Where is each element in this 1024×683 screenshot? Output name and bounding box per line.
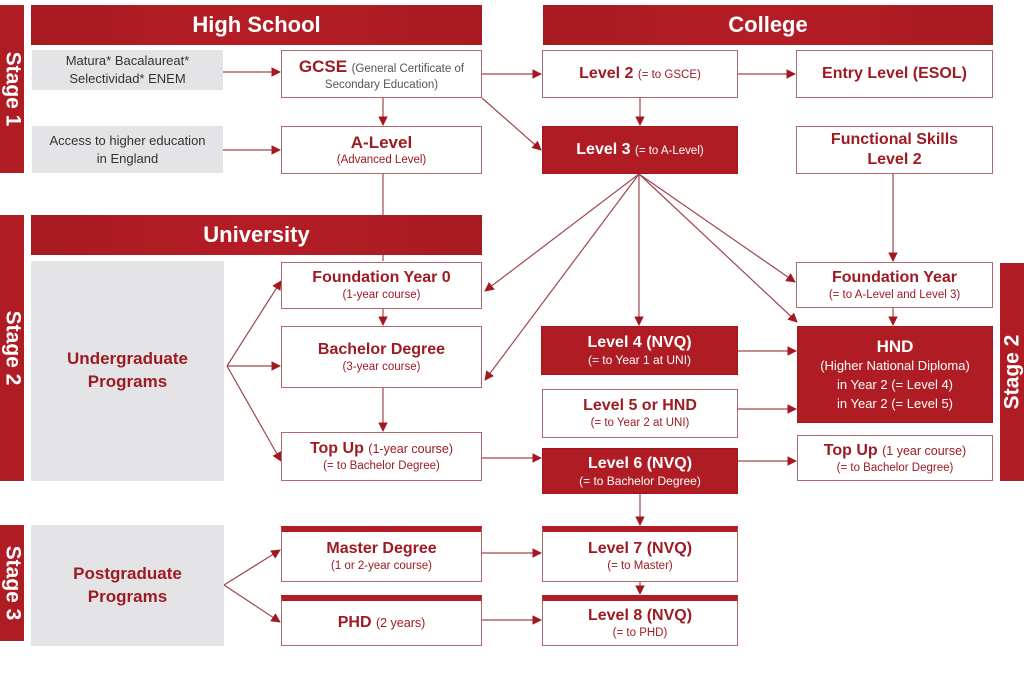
gcse-inline: (General Certificate of	[351, 62, 465, 75]
topup-uni-title: Top Up	[309, 440, 364, 458]
matura-line1: Matura* Bacalaureat*	[65, 53, 190, 69]
undergrad-line1: Undergraduate	[67, 349, 188, 369]
level3-title: Level 3	[576, 141, 631, 158]
stage-1-label: Stage 1	[0, 5, 24, 173]
arrow-undergrad-to-topup	[226, 365, 282, 462]
arrow-level3-to-bachelor	[484, 173, 640, 381]
node-functional-skills: Functional Skills Level 2	[796, 126, 993, 174]
undergrad-line2: Programs	[87, 372, 168, 391]
stage-2-text: Stage 2	[1, 310, 24, 386]
matura-line2: Selectividad* ENEM	[69, 71, 186, 86]
node-level3: Level 3 (= to A-Level)	[542, 126, 738, 174]
gcse-sub: Secondary Education)	[324, 78, 439, 91]
master-sub: (1 or 2-year course)	[331, 560, 432, 573]
arrow-undergrad-to-foundation0	[226, 280, 282, 367]
topup-college-title: Top Up	[823, 441, 878, 459]
hnd-title: HND	[876, 336, 914, 356]
phd-inline: (2 years)	[375, 616, 426, 630]
functional-title-line2: Level 2	[867, 151, 922, 168]
hnd-line3: in Year 2 (= Level 5)	[837, 395, 953, 411]
bachelor-sub: (3-year course)	[342, 360, 421, 373]
arrow-postgrad-to-master	[223, 549, 281, 586]
access-line2: in England	[96, 150, 159, 166]
node-foundation-year: Foundation Year (= to A-Level and Level …	[796, 262, 993, 308]
alevel-title: A-Level	[350, 133, 413, 153]
level6-title: Level 6 (NVQ)	[587, 454, 693, 472]
stage-3-text: Stage 3	[1, 545, 24, 621]
international-qualifications: Matura* Bacalaureat* Selectividad* ENEM	[32, 50, 223, 90]
arrow-level3-to-foundation	[638, 173, 796, 283]
node-entry-level: Entry Level (ESOL)	[796, 50, 993, 98]
arrow-level3-to-foundation0	[484, 173, 640, 292]
hnd-line2: in Year 2 (= Level 4)	[837, 376, 953, 392]
stage-2-label-left: Stage 2	[0, 215, 24, 481]
functional-title-line1: Functional Skills	[830, 131, 959, 148]
bachelor-title: Bachelor Degree	[317, 340, 446, 358]
foundation-sub: (= to A-Level and Level 3)	[828, 288, 961, 301]
arrow-gcse-to-level3	[481, 97, 542, 151]
entry-level-title: Entry Level (ESOL)	[822, 65, 967, 82]
stage-2-right-text: Stage 2	[1000, 334, 1024, 410]
node-phd: PHD (2 years)	[281, 595, 482, 646]
node-bachelor-degree: Bachelor Degree (3-year course)	[281, 326, 482, 388]
node-master-degree: Master Degree (1 or 2-year course)	[281, 526, 482, 582]
level8-title: Level 8 (NVQ)	[587, 606, 693, 624]
college-header: College	[543, 5, 993, 45]
foundation-title: Foundation Year	[831, 268, 958, 286]
level7-title: Level 7 (NVQ)	[587, 540, 693, 558]
node-level8: Level 8 (NVQ) (= to PHD)	[542, 595, 738, 646]
stage-3-label: Stage 3	[0, 525, 24, 641]
arrow-postgrad-to-phd	[223, 584, 281, 623]
level4-title: Level 4 (NVQ)	[587, 334, 692, 351]
level2-title: Level 2	[579, 65, 634, 82]
level6-sub: (= to Bachelor Degree)	[579, 473, 701, 488]
alevel-sub: (Advanced Level)	[336, 154, 427, 167]
node-hnd: HND (Higher National Diploma) in Year 2 …	[797, 326, 993, 423]
topup-uni-inline: (1-year course)	[368, 442, 454, 457]
level5-title: Level 5 or HND	[583, 397, 697, 415]
access-line1: Access to higher education	[49, 132, 206, 148]
node-top-up-uni: Top Up (1-year course) (= to Bachelor De…	[281, 432, 482, 481]
postgrad-line1: Postgraduate	[73, 563, 182, 583]
node-alevel: A-Level (Advanced Level)	[281, 126, 482, 174]
stage-2-label-right: Stage 2	[1000, 263, 1024, 481]
hnd-line1: (Higher National Diploma)	[820, 357, 970, 373]
high-school-header: High School	[31, 5, 482, 45]
level4-sub: (= to Year 1 at UNI)	[587, 353, 692, 367]
postgrad-line2: Programs	[87, 586, 168, 606]
node-level5: Level 5 or HND (= to Year 2 at UNI)	[542, 389, 738, 438]
topup-college-sub: (= to Bachelor Degree)	[836, 461, 954, 474]
level5-sub: (= to Year 2 at UNI)	[590, 417, 690, 430]
access-to-he: Access to higher education in England	[32, 126, 223, 173]
phd-title: PHD	[337, 614, 372, 631]
topup-college-inline: (1 year course)	[882, 443, 967, 458]
node-level4: Level 4 (NVQ) (= to Year 1 at UNI)	[541, 326, 738, 375]
level2-inline: (= to GSCE)	[637, 69, 701, 81]
stage-1-text: Stage 1	[1, 51, 24, 127]
topup-uni-sub: (= to Bachelor Degree)	[323, 460, 440, 473]
node-top-up-college: Top Up (1 year course) (= to Bachelor De…	[797, 435, 993, 481]
foundation0-sub: (1-year course)	[342, 289, 421, 302]
node-foundation-year-0: Foundation Year 0 (1-year course)	[281, 262, 482, 309]
node-level7: Level 7 (NVQ) (= to Master)	[542, 526, 738, 582]
university-header: University	[31, 215, 482, 255]
master-title: Master Degree	[326, 540, 437, 558]
node-gcse: GCSE (General Certificate of Secondary E…	[281, 50, 482, 98]
foundation0-title: Foundation Year 0	[312, 269, 451, 287]
level7-sub: (= to Master)	[607, 560, 673, 573]
arrow-level3-to-hnd	[638, 173, 798, 323]
gcse-title: GCSE	[298, 56, 348, 76]
node-level6: Level 6 (NVQ) (= to Bachelor Degree)	[542, 448, 738, 494]
level8-sub: (= to PHD)	[612, 626, 668, 639]
level3-inline: (= to A-Level)	[635, 145, 704, 157]
node-level2: Level 2 (= to GSCE)	[542, 50, 738, 98]
